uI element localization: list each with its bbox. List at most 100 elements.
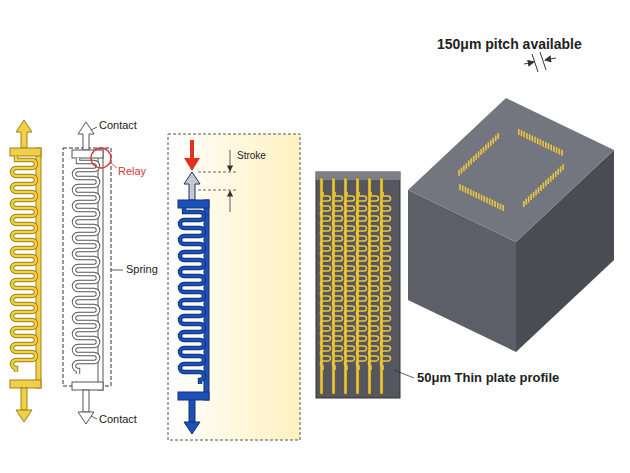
pin-tick (523, 132, 525, 138)
spring-meander (74, 158, 98, 374)
pin-tick (531, 136, 533, 142)
pin-tick (560, 167, 562, 173)
leader-line (111, 163, 117, 168)
leader-line (111, 270, 123, 271)
pin-shaft (83, 390, 89, 412)
dimension-arrow (230, 150, 231, 171)
pin-tick (555, 171, 557, 177)
pin-tick (562, 164, 564, 170)
pin-tick (497, 202, 499, 208)
pin-tick (481, 195, 483, 201)
pin-tick (467, 188, 469, 194)
block-top-face (408, 98, 614, 242)
inset-spring (357, 192, 367, 370)
pin-shaft (21, 388, 27, 410)
pin-tick (528, 196, 530, 202)
dimension-arrow (230, 191, 231, 212)
pin-tick (538, 187, 540, 193)
contact-tip (184, 422, 200, 434)
pin-tick (534, 137, 536, 143)
pin-tick (500, 204, 502, 210)
spring-meander (74, 158, 98, 374)
inset-spring (321, 192, 331, 370)
pin-tick (523, 201, 525, 207)
relay-rail (36, 148, 41, 388)
pin-tick (540, 185, 542, 191)
pin-tick (475, 154, 477, 160)
pin-tick (533, 192, 535, 198)
pin-tick (480, 149, 482, 155)
pin-tick (489, 199, 491, 205)
pin-tick (486, 197, 488, 203)
pin-tick (561, 150, 563, 156)
spring-label: Spring (126, 263, 158, 276)
pin-tick (492, 138, 494, 144)
pin-tick (485, 145, 487, 151)
pin-tick (526, 133, 528, 139)
pin-tick (478, 193, 480, 199)
pin-tick (495, 135, 497, 141)
pin-tick (502, 205, 504, 211)
relay-rail (98, 150, 103, 390)
dimension-line (198, 190, 236, 191)
press-arrow (190, 140, 194, 160)
inset-spring (345, 192, 355, 370)
pin-drawings (10, 120, 209, 434)
pin-shoulder (178, 392, 209, 400)
pin-tick (463, 165, 465, 171)
contact-label: Contact (99, 413, 137, 426)
inset-pins (320, 178, 391, 394)
pin-tick (525, 199, 527, 205)
pin-tick (558, 149, 560, 155)
press-arrow-head (184, 158, 200, 171)
pin-rows (459, 129, 563, 211)
relay-circle (91, 148, 111, 168)
pin-tick (462, 186, 464, 192)
inset-spring (381, 192, 391, 370)
pin-tick (518, 129, 520, 135)
pitch-label: 150μm pitch available (437, 36, 582, 52)
relay-label: Relay (118, 165, 146, 178)
pin-shoulder (10, 380, 41, 388)
pin-tick (548, 143, 550, 149)
leader-line (91, 416, 97, 419)
pin-tick (492, 200, 494, 206)
spring-meander (12, 156, 36, 372)
spring-meander (12, 156, 36, 372)
pin-tick (529, 134, 531, 140)
pin-tick (478, 151, 480, 157)
pin-tick (521, 130, 523, 136)
thickness-label: 50μm Thin plate profile (417, 371, 559, 386)
contact-tip (78, 412, 94, 424)
contact-tip (16, 410, 32, 422)
pin-tick (547, 178, 549, 184)
pin-tick (542, 141, 544, 147)
leader-line (394, 370, 414, 378)
pin-tick (475, 192, 477, 198)
spring-meander (180, 208, 204, 384)
pin-shoulder (178, 200, 209, 208)
spring-outline (63, 148, 111, 386)
pin-tick (483, 196, 485, 202)
contact-tip (184, 172, 200, 200)
pin-tick (552, 173, 554, 179)
stroke-panel (168, 134, 300, 440)
contact-tip (78, 122, 94, 150)
pin-tick (557, 169, 559, 175)
pin-shoulder (72, 150, 103, 158)
spring-meander (180, 208, 204, 384)
dimension-line (198, 172, 236, 173)
stroke-label: Stroke (237, 150, 266, 162)
pin-tick (543, 183, 545, 189)
pin-tick (466, 163, 468, 169)
pin-tick (470, 189, 472, 195)
pin-tick (468, 161, 470, 167)
pin-tick (545, 180, 547, 186)
pin-shoulder (72, 382, 103, 390)
pin-tick (490, 140, 492, 146)
leader-line (91, 127, 97, 130)
inset-spring (333, 192, 343, 370)
inset-spring (369, 192, 379, 370)
pitch-arrow (524, 62, 534, 64)
